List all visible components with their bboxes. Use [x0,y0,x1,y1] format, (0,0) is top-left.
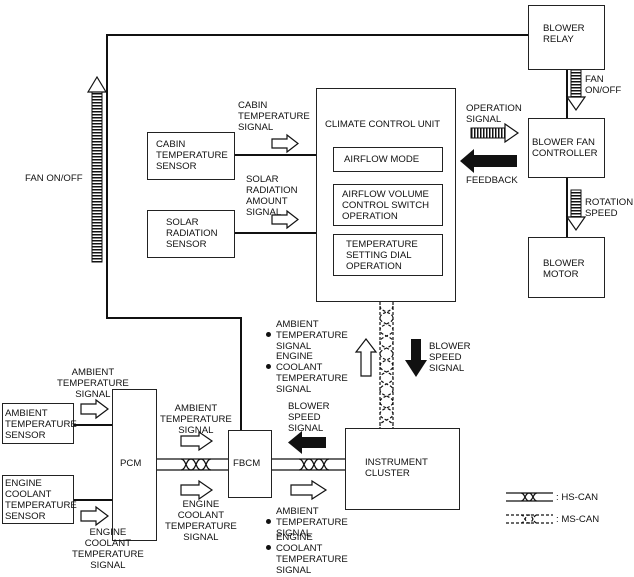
fbcm-label: FBCM [233,458,261,469]
engine-coolant-temperature-signal-cc-item: ENGINE COOLANT TEMPERATURE SIGNAL [266,351,348,395]
climate-control-unit-label: CLIMATE CONTROL UNIT [325,119,441,130]
coolant-temp-pcm-out-arrow [180,479,214,501]
coolant-temp-pcm-in-arrow [80,505,109,527]
ambient-temp-pcm-out-arrow [180,430,214,452]
ambient-temp-cluster-out-arrow [290,479,328,501]
legend-ms-can-symbol [506,514,553,524]
airflow-mode-block: AIRFLOW MODE [333,147,443,172]
fan-on-off-arrow-right [565,69,587,112]
wires [74,34,568,501]
solar-radiation-sensor-block: SOLAR RADIATION SENSOR [147,210,235,258]
ambient-temp-signal-pcm-out-label: AMBIENT TEMPERATURE SIGNAL [160,403,232,436]
rotation-speed-label: ROTATION SPEED [585,197,634,219]
solar-radiation-sensor-label: SOLAR RADIATION SENSOR [166,217,218,250]
fan-on-off-label-left: FAN ON/OFF [25,173,83,184]
legend-hs-can-label: : HS-CAN [556,492,599,503]
ambient-temperature-signal-cc-label: AMBIENT TEMPERATURE SIGNAL [276,319,348,352]
airflow-volume-switch-label: AIRFLOW VOLUME CONTROL SWITCH OPERATION [342,189,430,222]
blower-speed-left-arrow [288,431,326,454]
instrument-cluster-label: INSTRUMENT CLUSTER [365,457,428,479]
blower-speed-signal-low-label: BLOWER SPEED SIGNAL [288,401,330,434]
blower-relay-label: BLOWER RELAY [543,23,585,45]
blower-fan-controller-block: BLOWER FAN CONTROLLER [528,118,605,178]
pcm-block: PCM [112,389,157,541]
bullet-icon [266,519,271,524]
fan-on-off-label-right: FAN ON/OFF [585,74,622,96]
hs-can-bus-fbcm-cluster [272,458,345,471]
cabin-temperature-sensor-label: CABIN TEMPERATURE SENSOR [156,139,228,172]
fbcm-block: FBCM [228,430,272,498]
engine-coolant-temperature-sensor-block: ENGINE COOLANT TEMPERATURE SENSOR [2,475,77,524]
engine-coolant-temperature-signal-bottom-label: ENGINE COOLANT TEMPERATURE SIGNAL [276,532,348,576]
coolant-temp-signal-pcm-in-label: ENGINE COOLANT TEMPERATURE SIGNAL [72,527,144,571]
ms-can-bus-cluster-climate [379,302,394,428]
hs-can-bus-pcm-fbcm [157,458,228,471]
blower-speed-down-arrow [405,339,427,377]
legend-hs-can-symbol [506,492,553,502]
instrument-cluster-block: INSTRUMENT CLUSTER [345,428,460,510]
bullet-icon [266,545,271,550]
engine-coolant-temperature-signal-bottom-item: ENGINE COOLANT TEMPERATURE SIGNAL [266,532,348,576]
ambient-temperature-signal-cc-item: AMBIENT TEMPERATURE SIGNAL [266,319,348,352]
ambient-temperature-signal-bottom-label: AMBIENT TEMPERATURE SIGNAL [276,506,348,539]
ambient-temperature-sensor-label: AMBIENT TEMPERATURE SENSOR [5,408,77,441]
solar-radiation-amount-signal-label: SOLAR RADIATION AMOUNT SIGNAL [246,174,298,218]
fan-on-off-wire [106,34,528,430]
temp-signals-up-arrow [354,338,378,377]
airflow-mode-label: AIRFLOW MODE [344,154,420,165]
cabin-temperature-sensor-block: CABIN TEMPERATURE SENSOR [147,132,235,180]
operation-signal-arrow [470,122,520,144]
airflow-volume-switch-block: AIRFLOW VOLUME CONTROL SWITCH OPERATION [333,184,443,226]
ambient-temperature-signal-bottom-item: AMBIENT TEMPERATURE SIGNAL [266,506,348,539]
blower-relay-block: BLOWER RELAY [528,5,605,70]
temperature-dial-label: TEMPERATURE SETTING DIAL OPERATION [346,239,418,272]
bullet-icon [266,332,271,337]
rotation-speed-arrow [565,189,587,232]
cabin-temperature-signal-arrow [271,133,299,154]
legend-ms-can-label: : MS-CAN [556,514,600,525]
feedback-label: FEEDBACK [466,175,518,186]
climate-control-unit-block: CLIMATE CONTROL UNIT AIRFLOW MODE AIRFLO… [316,88,456,302]
blower-fan-controller-label: BLOWER FAN CONTROLLER [532,137,598,159]
pcm-label: PCM [120,458,142,469]
fan-on-off-arrow-left [86,75,108,263]
blower-motor-label: BLOWER MOTOR [543,258,585,280]
ambient-temperature-sensor-block: AMBIENT TEMPERATURE SENSOR [2,403,77,444]
solar-radiation-signal-arrow [271,209,299,230]
blower-speed-signal-up-label: BLOWER SPEED SIGNAL [429,341,471,374]
blower-motor-block: BLOWER MOTOR [528,237,605,298]
engine-coolant-temperature-signal-cc-label: ENGINE COOLANT TEMPERATURE SIGNAL [276,351,348,395]
feedback-arrow [460,149,517,173]
temperature-dial-block: TEMPERATURE SETTING DIAL OPERATION [333,234,443,276]
cabin-temperature-signal-label: CABIN TEMPERATURE SIGNAL [238,100,310,133]
coolant-temp-signal-pcm-out-label: ENGINE COOLANT TEMPERATURE SIGNAL [165,499,237,543]
engine-coolant-temperature-sensor-label: ENGINE COOLANT TEMPERATURE SENSOR [5,478,77,522]
bullet-icon [266,364,271,369]
ambient-temp-signal-pcm-in-label: AMBIENT TEMPERATURE SIGNAL [57,367,129,400]
ambient-temp-pcm-in-arrow [80,398,109,420]
operation-signal-label: OPERATION SIGNAL [466,103,522,125]
